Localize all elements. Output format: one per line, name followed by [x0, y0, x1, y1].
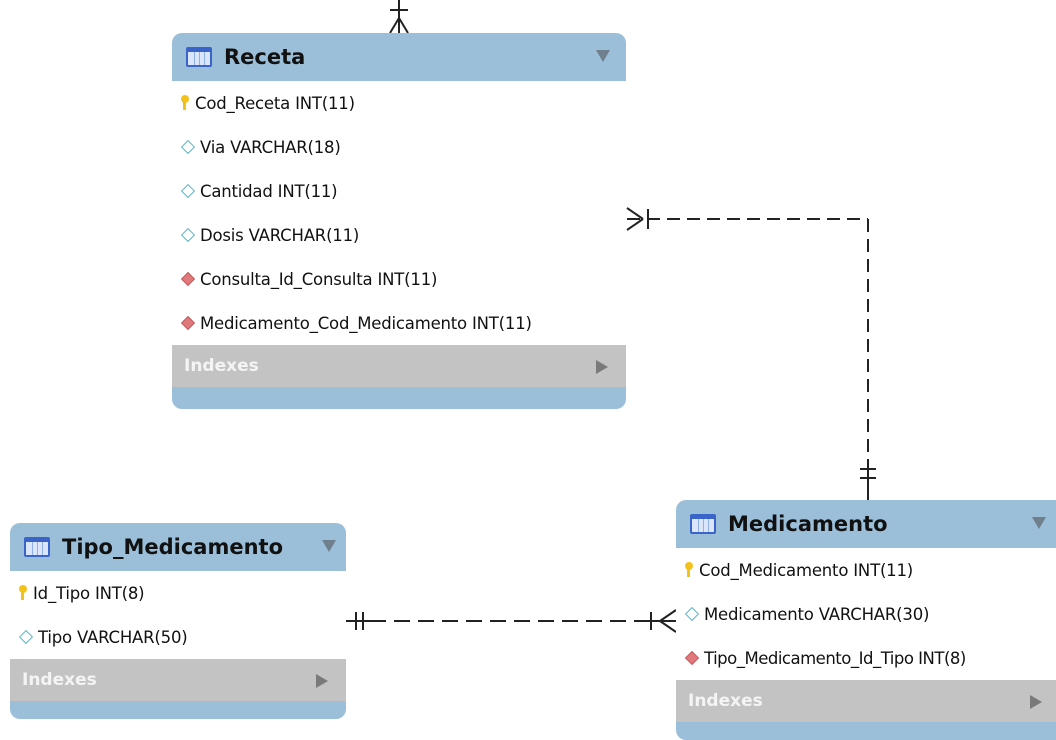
expand-arrow-icon[interactable] — [316, 674, 328, 688]
expand-arrow-icon[interactable] — [596, 360, 608, 374]
relationship-medicamento-tipo[interactable] — [346, 609, 677, 633]
expand-arrow-icon[interactable] — [1030, 695, 1042, 709]
table-title: Receta — [224, 45, 306, 69]
relationship-receta-consulta[interactable] — [389, 0, 409, 34]
indexes-label: Indexes — [184, 356, 259, 376]
primary-key-icon — [684, 562, 693, 578]
column-row[interactable]: Consulta_Id_Consulta INT(11) — [172, 257, 626, 301]
column-icon — [180, 227, 196, 243]
collapse-arrow-icon[interactable] — [1032, 517, 1046, 529]
table-header[interactable]: Receta — [172, 33, 626, 81]
column-label: Dosis VARCHAR(11) — [200, 225, 360, 245]
indexes-section[interactable]: Indexes — [10, 659, 346, 701]
primary-key-icon — [18, 585, 27, 601]
column-row[interactable]: Medicamento_Cod_Medicamento INT(11) — [172, 301, 626, 345]
column-row[interactable]: Dosis VARCHAR(11) — [172, 213, 626, 257]
column-label: Medicamento VARCHAR(30) — [704, 604, 930, 624]
column-row[interactable]: Cod_Medicamento INT(11) — [676, 548, 1056, 592]
column-label: Id_Tipo INT(8) — [33, 583, 145, 603]
column-icon — [18, 629, 34, 645]
column-list: Cod_Receta INT(11) Via VARCHAR(18) Canti… — [172, 81, 626, 345]
indexes-section[interactable]: Indexes — [676, 680, 1056, 722]
foreign-key-icon — [684, 650, 700, 666]
table-header[interactable]: Tipo_Medicamento — [10, 523, 346, 571]
column-row[interactable]: Medicamento VARCHAR(30) — [676, 592, 1056, 636]
table-icon — [690, 514, 716, 534]
column-row[interactable]: Via VARCHAR(18) — [172, 125, 626, 169]
foreign-key-icon — [180, 271, 196, 287]
primary-key-icon — [180, 95, 189, 111]
column-label: Tipo_Medicamento_Id_Tipo INT(8) — [704, 648, 966, 668]
column-label: Tipo VARCHAR(50) — [38, 627, 188, 647]
column-label: Cod_Receta INT(11) — [195, 93, 355, 113]
table-title: Tipo_Medicamento — [62, 535, 284, 559]
table-header[interactable]: Medicamento — [676, 500, 1056, 548]
indexes-label: Indexes — [22, 670, 97, 690]
table-receta[interactable]: Receta Cod_Receta INT(11) Via VARCHAR(18… — [172, 33, 626, 409]
table-title: Medicamento — [728, 512, 888, 536]
column-label: Medicamento_Cod_Medicamento INT(11) — [200, 313, 532, 333]
table-tipo-medicamento[interactable]: Tipo_Medicamento Id_Tipo INT(8) Tipo VAR… — [10, 523, 346, 719]
column-row[interactable]: Cantidad INT(11) — [172, 169, 626, 213]
column-row[interactable]: Cod_Receta INT(11) — [172, 81, 626, 125]
table-icon — [24, 537, 50, 557]
foreign-key-icon — [180, 315, 196, 331]
collapse-arrow-icon[interactable] — [322, 540, 336, 552]
indexes-section[interactable]: Indexes — [172, 345, 626, 387]
column-row[interactable]: Tipo_Medicamento_Id_Tipo INT(8) — [676, 636, 1056, 680]
table-icon — [186, 47, 212, 67]
column-label: Via VARCHAR(18) — [200, 137, 341, 157]
column-label: Cantidad INT(11) — [200, 181, 338, 201]
indexes-label: Indexes — [688, 691, 763, 711]
collapse-arrow-icon[interactable] — [596, 50, 610, 62]
column-list: Cod_Medicamento INT(11) Medicamento VARC… — [676, 548, 1056, 680]
table-medicamento[interactable]: Medicamento Cod_Medicamento INT(11) Medi… — [676, 500, 1056, 740]
column-list: Id_Tipo INT(8) Tipo VARCHAR(50) — [10, 571, 346, 659]
column-label: Consulta_Id_Consulta INT(11) — [200, 269, 438, 289]
column-label: Cod_Medicamento INT(11) — [699, 560, 914, 580]
column-row[interactable]: Id_Tipo INT(8) — [10, 571, 346, 615]
relationship-receta-medicamento[interactable] — [626, 207, 876, 500]
column-icon — [180, 139, 196, 155]
column-icon — [180, 183, 196, 199]
column-icon — [684, 606, 700, 622]
column-row[interactable]: Tipo VARCHAR(50) — [10, 615, 346, 659]
